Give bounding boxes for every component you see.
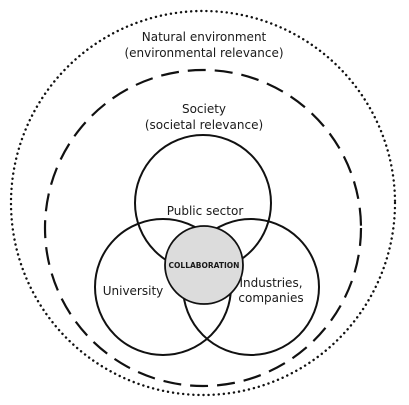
- environmental-relevance-label: (environmental relevance): [124, 46, 283, 60]
- society-label: Society: [182, 102, 226, 116]
- collaboration-circle: [164, 225, 244, 305]
- natural-environment-label: Natural environment: [142, 30, 267, 44]
- natural-environment-ring: [9, 9, 397, 397]
- companies-label: companies: [238, 291, 303, 305]
- societal-relevance-label: (societal relevance): [145, 118, 263, 132]
- society-ring: [43, 68, 363, 388]
- public-sector-label: Public sector: [167, 204, 244, 218]
- collaboration-label: COLLABORATION: [169, 261, 240, 270]
- university-label: University: [103, 284, 164, 298]
- industries-label: Industries,: [239, 276, 302, 290]
